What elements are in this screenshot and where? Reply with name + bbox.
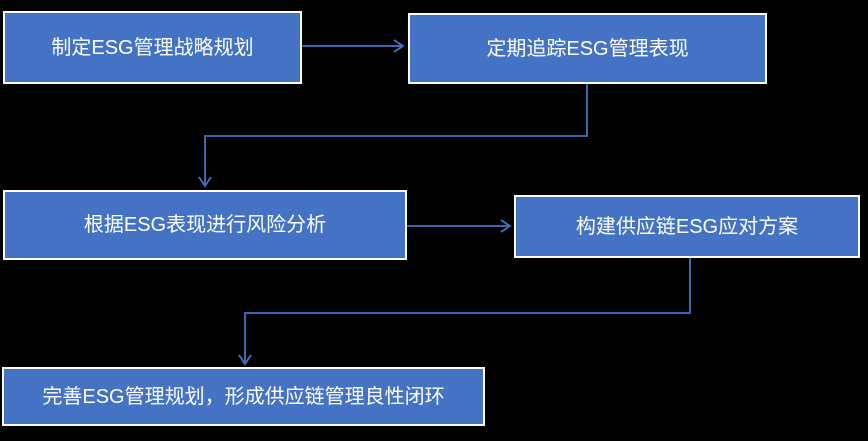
node-track-performance: 定期追踪ESG管理表现 <box>408 13 767 84</box>
arrowhead-down-icon <box>238 354 252 366</box>
connector-track-to-risk <box>198 84 588 188</box>
arrowhead-right-icon <box>500 219 512 233</box>
arrowhead-right-icon <box>393 39 405 53</box>
node-track-performance-label: 定期追踪ESG管理表现 <box>486 37 689 60</box>
node-strategy-planning-label: 制定ESG管理战略规划 <box>51 36 254 59</box>
arrowhead-down-icon <box>198 176 212 188</box>
node-response-plan: 构建供应链ESG应对方案 <box>514 195 860 258</box>
node-response-plan-label: 构建供应链ESG应对方案 <box>575 215 799 238</box>
node-closed-loop-label: 完善ESG管理规划，形成供应链管理良性闭环 <box>42 385 445 408</box>
node-closed-loop: 完善ESG管理规划，形成供应链管理良性闭环 <box>2 367 485 426</box>
connector-risk-to-response <box>407 219 512 233</box>
connector-response-to-loop <box>238 258 691 366</box>
node-risk-analysis-label: 根据ESG表现进行风险分析 <box>83 214 327 236</box>
node-strategy-planning: 制定ESG管理战略规划 <box>3 11 302 84</box>
node-risk-analysis: 根据ESG表现进行风险分析 <box>3 190 407 260</box>
connector-strategy-to-track <box>302 39 405 53</box>
